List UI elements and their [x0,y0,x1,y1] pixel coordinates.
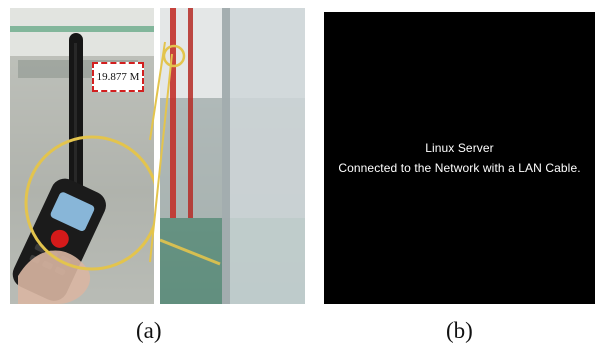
panel-b-line-2: Connected to the Network with a LAN Cabl… [338,161,581,175]
caption-a: (a) [136,318,162,343]
distance-readout-text: 19.877 M [96,71,140,83]
photo-a-right [160,8,305,304]
highlight-circle [24,135,154,271]
hand [18,250,91,304]
laser-meter-screen [50,192,95,232]
photo-a-left: 19.877 M [10,8,154,304]
caption-b: (b) [446,318,473,343]
distance-readout-callout: 19.877 M [92,62,144,92]
glass-panel [222,8,305,304]
photo-a-right-scene [160,8,305,304]
glass-panel-edge [222,8,230,304]
red-column-1 [170,8,176,218]
panel-b-black-box: Linux Server Connected to the Network wi… [324,12,595,304]
laser-meter-red-button [50,229,69,248]
panel-b-line-1: Linux Server [425,141,494,155]
green-stripe [10,26,154,32]
red-column-2 [188,8,193,218]
antenna-highlight [74,43,77,193]
photo-a-left-scene [10,8,154,304]
